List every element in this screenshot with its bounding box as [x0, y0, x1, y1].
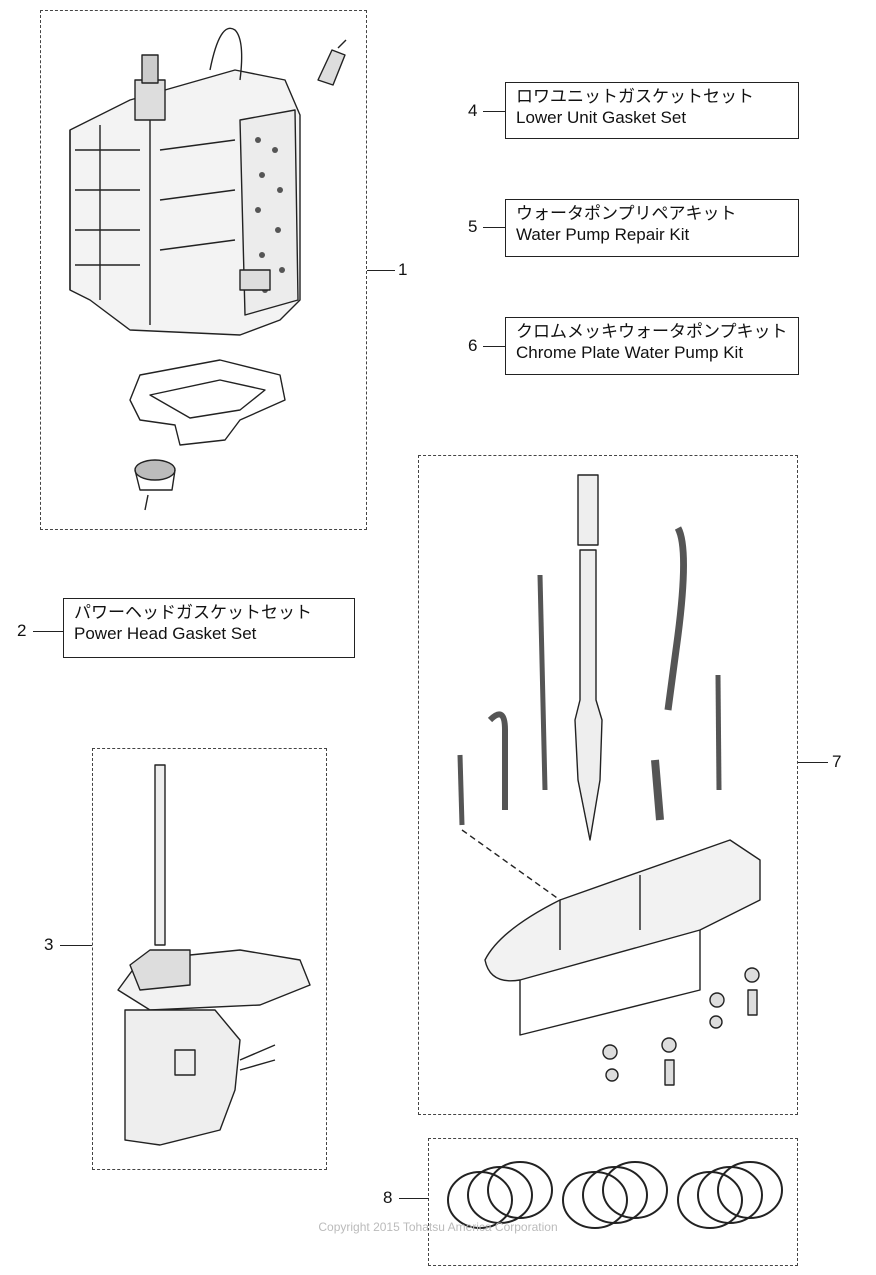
lower-unit-gasket-set-en: Lower Unit Gasket Set: [516, 108, 687, 127]
callout-3-leader: [60, 945, 92, 946]
callout-1-number: 1: [398, 260, 408, 279]
callout-5-leader: [483, 227, 505, 228]
water-pump-repair-kit-label: ウォータポンプリペアキット Water Pump Repair Kit: [505, 199, 799, 257]
water-tube-drawing: [651, 526, 687, 821]
water-pump-repair-kit-en: Water Pump Repair Kit: [516, 225, 690, 244]
callout-8-number: 8: [383, 1188, 393, 1207]
pump-housing-drawing: [134, 459, 176, 511]
callout-4-leader: [483, 111, 505, 112]
copyright-text: Copyright 2015 Tohatsu America Corporati…: [318, 1220, 558, 1234]
water-pump-group-box: [418, 455, 798, 1115]
callout-7-leader: [798, 762, 828, 763]
powerhead-group-box: [40, 10, 367, 530]
callout-4-number: 4: [468, 101, 478, 120]
callout-2-number: 2: [17, 621, 27, 640]
shift-rod-drawing: [537, 574, 548, 791]
piston-rings-drawing: [447, 1161, 783, 1229]
washers-bolts-drawing: [602, 967, 760, 1086]
callout-6-number: 6: [468, 336, 478, 355]
pump-case-drawing: [461, 829, 761, 1036]
drive-shaft-drawing: [574, 474, 603, 841]
lower-unit-drawing: [117, 764, 311, 1146]
water-pump-repair-kit-ja: ウォータポンプリペアキット: [516, 204, 737, 223]
gasket-plate-drawing: [129, 359, 286, 446]
callout-5-number: 5: [468, 217, 478, 236]
power-head-gasket-set-ja: パワーヘッドガスケットセット: [74, 603, 312, 622]
chrome-plate-water-pump-kit-en: Chrome Plate Water Pump Kit: [516, 343, 744, 362]
power-head-gasket-set-en: Power Head Gasket Set: [74, 624, 257, 643]
callout-3-number: 3: [44, 935, 54, 954]
spark-plug-drawing: [317, 39, 347, 86]
power-head-gasket-set-label: パワーヘッドガスケットセット Power Head Gasket Set: [63, 598, 355, 658]
chrome-plate-water-pump-kit-ja: クロムメッキウォータポンプキット: [516, 322, 788, 341]
piston-rings-group-box: [428, 1138, 798, 1266]
callout-7-number: 7: [832, 752, 842, 771]
lower-unit-gasket-set-ja: ロワユニットガスケットセット: [516, 87, 754, 106]
lower-unit-group-box: [92, 748, 327, 1170]
callout-6-leader: [483, 346, 505, 347]
lower-unit-gasket-set-label: ロワユニットガスケットセット Lower Unit Gasket Set: [505, 82, 799, 139]
callout-8-leader: [399, 1198, 429, 1199]
callout-1-leader: [367, 270, 395, 271]
callout-2-leader: [33, 631, 63, 632]
power-head-block-drawing: [69, 27, 301, 336]
studs-drawing: [457, 674, 722, 826]
chrome-plate-water-pump-kit-label: クロムメッキウォータポンプキット Chrome Plate Water Pump…: [505, 317, 799, 375]
